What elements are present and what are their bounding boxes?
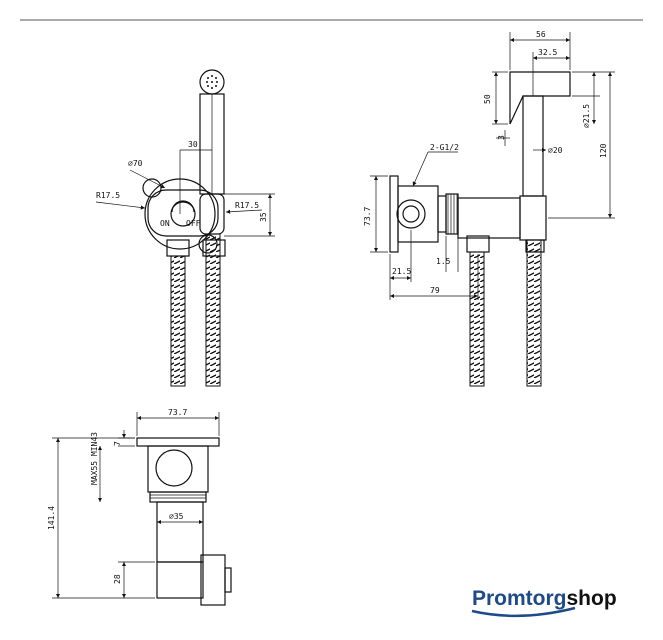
dim-21-5-dia: ∅21.5 [582, 104, 591, 128]
dim-73-7: 73.7 [363, 207, 372, 226]
brand-logo: Promtorgshop [471, 587, 617, 618]
holder-block [519, 195, 547, 241]
bottom-flange [136, 437, 220, 447]
valve-handle-plate [147, 189, 219, 237]
dim-70-dia: ∅70 [128, 159, 143, 168]
dim-35-dia-bottom: ∅35 [169, 512, 184, 521]
side-hose-right [526, 239, 542, 387]
dim-30: 30 [188, 140, 198, 149]
spray-nozzle-dots [206, 75, 218, 89]
dim-r17-5-left: R17.5 [96, 191, 120, 200]
dim-73-7-bottom: 73.7 [168, 408, 187, 417]
bottom-view: 73.7 7 MAX55 MIN43 141.4 ∅35 28 [47, 408, 232, 606]
bottom-outlet [200, 554, 226, 606]
side-spray-handle [522, 95, 544, 197]
bottom-thread [149, 491, 207, 503]
bottom-stem [156, 501, 204, 563]
dim-28: 28 [113, 574, 122, 584]
dim-1-5: 1.5 [436, 257, 451, 266]
dim-thread: 2-G1/2 [430, 143, 459, 152]
dim-50: 50 [483, 94, 492, 104]
dim-7: 7 [113, 441, 122, 446]
svg-text:Promtorgshop: Promtorgshop [472, 587, 617, 610]
dim-r17-5-right: R17.5 [235, 201, 259, 210]
dim-20-dia: ∅20 [548, 146, 563, 155]
svg-text:ON: ON [160, 219, 170, 228]
dim-56: 56 [536, 30, 546, 39]
dim-3: 3 [497, 135, 506, 140]
side-hose-left [469, 251, 485, 387]
front-view: ON OFF 30 ∅70 R17.5 R17.5 35 [95, 69, 275, 387]
dim-120: 120 [599, 143, 608, 158]
dim-21-5: 21.5 [392, 267, 411, 276]
svg-text:OFF: OFF [186, 219, 201, 228]
dim-max-min: MAX55 MIN43 [90, 432, 99, 485]
hose-left [170, 255, 186, 387]
valve-knob [170, 201, 196, 227]
logo-brand-text: Promtorg [472, 587, 567, 610]
logo-suffix-text: shop [567, 587, 617, 610]
dim-79: 79 [430, 286, 440, 295]
valve-cartridge [457, 197, 521, 239]
valve-bore [396, 199, 426, 229]
valve-body-side [397, 185, 439, 243]
dim-32-5: 32.5 [538, 48, 557, 57]
bottom-holder [156, 561, 204, 599]
side-spray-head [509, 71, 571, 125]
hose-right [205, 233, 221, 387]
dim-141-4: 141.4 [47, 506, 56, 530]
side-view: 56 32.5 50 ∅21.5 3 ∅20 120 2-G1/2 73.7 2… [363, 30, 615, 387]
bottom-bore [155, 449, 193, 487]
logo-swoosh [471, 606, 576, 618]
dim-35: 35 [259, 212, 268, 222]
